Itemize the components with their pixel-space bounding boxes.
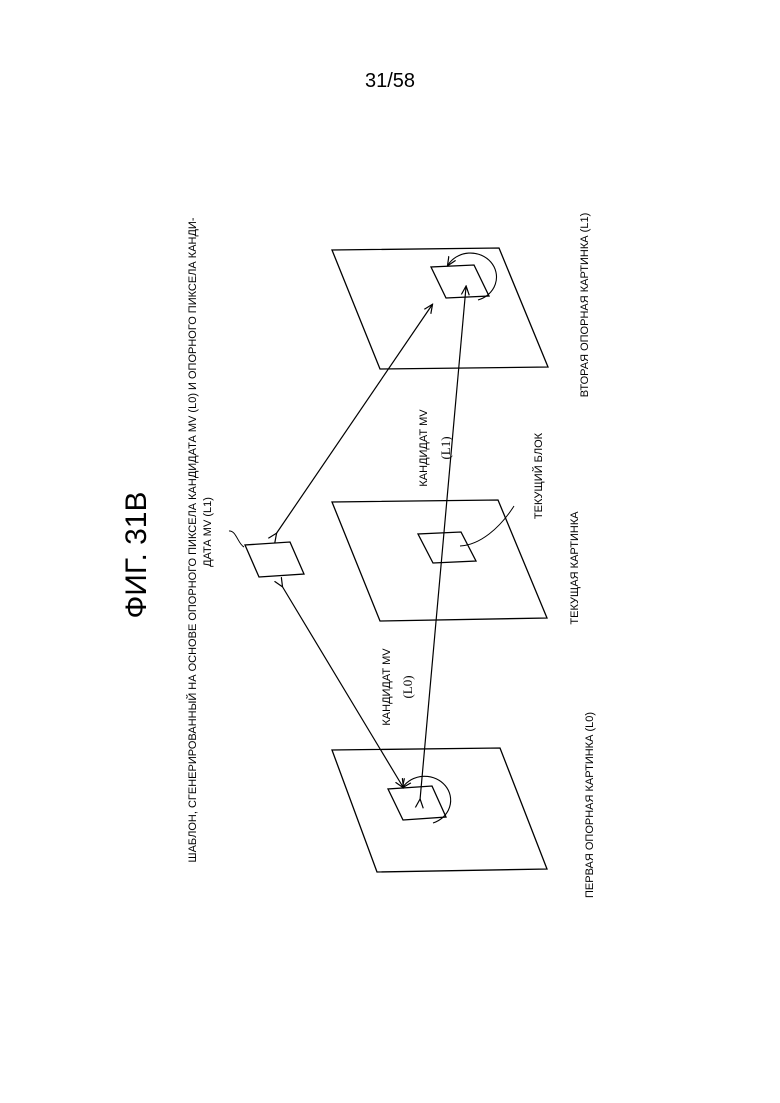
first-reference-search-circle: [403, 776, 451, 823]
figure-title: ФИГ. 31B: [120, 491, 153, 618]
motion-vector-line: [420, 287, 466, 800]
template-leader-line: [229, 531, 244, 547]
second-reference-search-circle: [448, 253, 497, 300]
second-reference-label: ВТОРАЯ ОПОРНАЯ КАРТИНКА (L1): [579, 213, 591, 397]
template-to-second-reference-arrow: [276, 305, 432, 534]
first-reference-block: [388, 786, 446, 820]
template-caption-line2: ДАТА MV (L1): [202, 497, 214, 567]
current-block-label: ТЕКУЩИЙ БЛОК: [532, 432, 545, 519]
candidate-mv-l0-label: КАНДИДАТ MV: [381, 648, 393, 726]
first-reference-label: ПЕРВАЯ ОПОРНАЯ КАРТИНКА (L0): [584, 712, 596, 898]
template-block: [245, 542, 304, 577]
second-reference-block: [431, 265, 489, 298]
current-picture: [332, 500, 547, 621]
first-reference-picture: [332, 748, 547, 872]
current-block: [418, 532, 476, 563]
current-block-leader-line: [460, 506, 514, 546]
candidate-mv-l1-suffix: (L1): [438, 436, 453, 459]
candidate-mv-l1-label: КАНДИДАТ MV: [418, 409, 430, 487]
current-picture-label: ТЕКУЩАЯ КАРТИНКА: [569, 511, 581, 625]
template-caption-line1: ШАБЛОН, СГЕНЕРИРОВАННЫЙ НА ОСНОВЕ ОПОРНО…: [186, 217, 199, 862]
candidate-mv-l0-suffix: (L0): [400, 675, 415, 698]
